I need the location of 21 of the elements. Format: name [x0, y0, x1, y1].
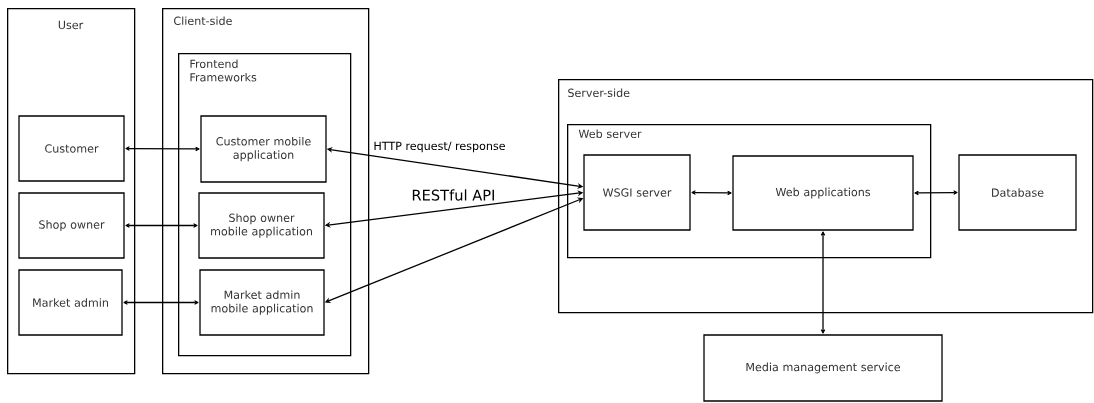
- arrow: [914, 190, 958, 196]
- process-box: Shop owner: [18, 192, 125, 259]
- process-box: Database: [958, 154, 1077, 231]
- arrow: [820, 231, 826, 334]
- connector-label: RESTful API: [412, 189, 494, 201]
- process-box: WSGI server: [583, 154, 691, 231]
- connector-label: HTTP request/ response: [374, 141, 505, 153]
- arrow: [325, 197, 583, 303]
- process-box: Customer mobile application: [200, 115, 327, 183]
- arrow: [125, 223, 198, 228]
- process-box: Customer: [18, 115, 125, 182]
- process-box: Web applications: [732, 155, 914, 231]
- process-box: Market admin mobile application: [199, 269, 325, 336]
- arrow: [125, 146, 200, 152]
- process-box: Media management service: [703, 334, 943, 402]
- arrow: [325, 190, 583, 228]
- process-box: Shop owner mobile application: [198, 192, 325, 259]
- process-box: Market admin: [18, 269, 123, 336]
- arrow: [327, 147, 583, 189]
- arrow: [123, 300, 199, 305]
- arrow: [691, 190, 732, 196]
